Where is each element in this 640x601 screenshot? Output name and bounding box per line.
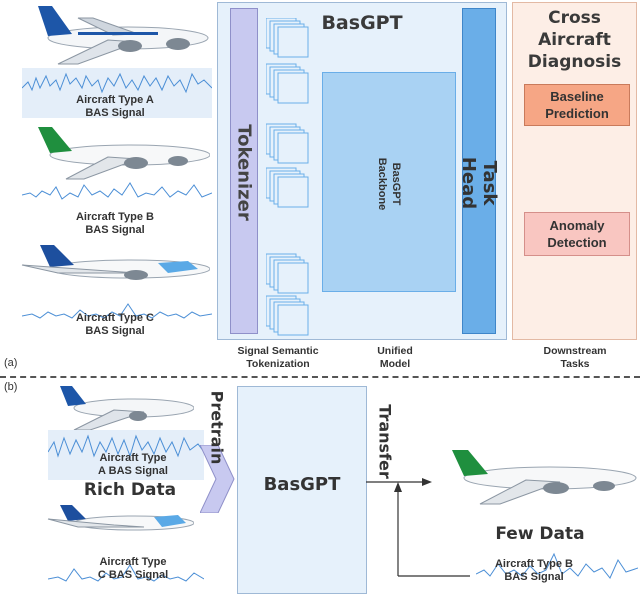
aircraft-b-label: Aircraft Type B BAS Signal: [40, 211, 190, 237]
part-b-label: (b): [4, 381, 18, 393]
aircraft-a-b-line1: Aircraft Type: [99, 452, 167, 464]
cross-aircraft-title: Cross Aircraft Diagnosis: [512, 7, 637, 73]
cross-title-line2: Aircraft: [538, 30, 611, 50]
basgpt-b-label: BasGPT: [263, 474, 341, 495]
part-a-label: (a): [4, 357, 18, 369]
downstream-caption-line2: Tasks: [560, 358, 590, 370]
aircraft-a-line2: BAS Signal: [85, 107, 145, 119]
unified-caption-line1: Unified: [377, 345, 413, 357]
aircraft-c-illustration: [18, 245, 211, 295]
signal-c-waveform: [21, 290, 213, 330]
unified-model-caption: Unified Model: [350, 345, 440, 371]
signal-c-b-waveform: [47, 555, 205, 595]
backbone-block: [322, 72, 456, 292]
aircraft-b-illustration: [18, 125, 211, 185]
backbone-label: BasGPT Backbone: [375, 134, 403, 234]
tokenizer-block: [230, 8, 258, 334]
aircraft-c-b-line1: Aircraft Type: [99, 556, 167, 568]
backbone-line1: BasGPT: [390, 162, 402, 206]
aircraft-b-b-line2: BAS Signal: [504, 571, 564, 583]
aircraft-c-line2: BAS Signal: [85, 325, 145, 337]
task-head-block: [462, 8, 496, 334]
downstream-caption-line1: Downstream: [543, 345, 607, 357]
aircraft-b-line1: Aircraft Type B: [75, 211, 155, 223]
baseline-prediction-label: Baseline Prediction: [524, 88, 630, 122]
aircraft-a-line1: Aircraft Type A: [76, 94, 154, 106]
rich-data-label: Rich Data: [83, 480, 177, 500]
basgpt-title: BasGPT: [321, 12, 403, 34]
anomaly-detection-box: [524, 212, 630, 256]
few-data-label: Few Data: [495, 524, 585, 544]
aircraft-c-label: Aircraft Type C BAS Signal: [40, 312, 190, 338]
aircraft-a-illustration: [18, 2, 210, 72]
signal-caption-line2: Tokenization: [246, 358, 310, 370]
aircraft-b-b-line1: Aircraft Type B: [494, 558, 574, 570]
token-stacks: [265, 17, 312, 338]
signal-b-waveform: [21, 175, 213, 215]
task1-line1: Baseline: [550, 89, 604, 104]
aircraft-b-b-illustration: [430, 448, 638, 508]
signal-b-b-waveform: [475, 546, 639, 594]
signal-a-b-waveform: [47, 430, 205, 480]
signal-tokenization-caption: Signal Semantic Tokenization: [220, 345, 336, 371]
transfer-arrows: [366, 470, 476, 582]
pretrain-chevron: [199, 444, 236, 514]
aircraft-b-line2: BAS Signal: [85, 224, 145, 236]
task2-line1: Anomaly: [549, 218, 605, 233]
aircraft-a-b-illustration: [44, 386, 195, 436]
aircraft-c-b-illustration: [44, 505, 195, 541]
tokenizer-label: Tokenizer: [233, 124, 255, 221]
basgpt-b-box: [237, 386, 367, 594]
unified-caption-line2: Model: [379, 358, 411, 370]
aircraft-a-b-line2: A BAS Signal: [98, 465, 168, 477]
aircraft-a-label: Aircraft Type A BAS Signal: [40, 94, 190, 120]
pretrain-label: Pretrain: [207, 390, 227, 465]
downstream-panel: [512, 2, 637, 340]
anomaly-detection-label: Anomaly Detection: [524, 217, 630, 251]
downstream-tasks-caption: Downstream Tasks: [520, 345, 630, 371]
cross-title-line3: Diagnosis: [527, 52, 622, 72]
aircraft-a-b-label: Aircraft Type A BAS Signal: [58, 452, 208, 478]
aircraft-c-b-line2: C BAS Signal: [97, 569, 169, 581]
cross-title-line1: Cross: [548, 8, 601, 28]
baseline-prediction-box: [524, 84, 630, 126]
backbone-line2: Backbone: [376, 157, 388, 211]
task2-line2: Detection: [547, 235, 607, 250]
section-divider: [0, 376, 640, 378]
task-head-label: Task Head: [458, 156, 500, 210]
task1-line2: Prediction: [545, 106, 609, 121]
aircraft-c-line1: Aircraft Type C: [75, 312, 155, 324]
aircraft-b-b-label: Aircraft Type B BAS Signal: [478, 558, 590, 584]
aircraft-c-b-label: Aircraft Type C BAS Signal: [58, 556, 208, 582]
signal-a-waveform: [21, 68, 213, 118]
signal-caption-line1: Signal Semantic: [237, 345, 319, 357]
